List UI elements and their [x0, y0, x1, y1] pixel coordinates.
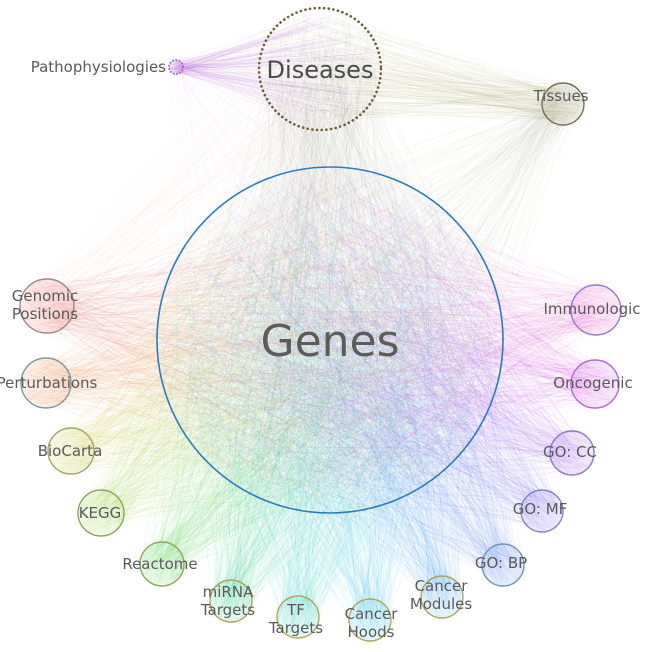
- node-circle-go-mf[interactable]: [520, 489, 564, 533]
- node-label-tissues: Tissues: [532, 87, 588, 105]
- edge-fan-genomic-positions-diseases: [24, 8, 375, 333]
- node-label-immunologic: Immunologic: [543, 300, 640, 318]
- node-circle-cancer-modules[interactable]: [420, 575, 464, 619]
- node-circle-mirna-targets[interactable]: [209, 579, 253, 623]
- edge-fan-go-cc-genes: [159, 170, 593, 509]
- edge-fan-go-mf-genes: [166, 168, 564, 531]
- node-circle-kegg[interactable]: [77, 489, 125, 537]
- node-circle-biocarta[interactable]: [47, 427, 95, 475]
- node-label-go-cc: GO: CC: [543, 443, 597, 461]
- node-label-go-bp: GO: BP: [475, 554, 527, 572]
- edge-fan-mirna-targets-genes: [158, 172, 497, 621]
- edge-fan-reactome-genes: [139, 168, 498, 586]
- edge-fan-tissues-diseases: [259, 9, 584, 126]
- node-circle-genes[interactable]: [156, 166, 504, 514]
- node-labels: Genes Diseases PathophysiologiesTissuesGen…: [0, 56, 641, 641]
- edge-fan-immunologic-genes: [167, 167, 621, 504]
- edge-fan-genomic-positions-genes: [20, 168, 498, 510]
- node-label-genes: Genes: [260, 316, 399, 367]
- node-circle-pathophysiologies[interactable]: [168, 59, 184, 75]
- edge-fan-kegg-genes: [78, 166, 496, 534]
- node-circle-oncogenic[interactable]: [570, 359, 620, 409]
- node-circle-perturbations[interactable]: [20, 357, 72, 409]
- node-label-pathophysiologies: Pathophysiologies: [31, 58, 166, 76]
- node-circle-genomic-positions[interactable]: [19, 278, 75, 334]
- edge-fan-cancer-modules-genes: [161, 171, 491, 618]
- node-label-go-mf: GO: MF: [513, 500, 568, 518]
- edge-fans: [20, 8, 621, 641]
- edge-fan-pathophysiologies-genes: [169, 61, 481, 510]
- node-circle-cancer-hoods[interactable]: [348, 598, 392, 642]
- edge-fan-tissues-genes: [166, 83, 584, 512]
- node-circle-diseases[interactable]: [257, 6, 383, 132]
- edge-fan-diseases-genes: [160, 9, 499, 512]
- node-circle-reactome[interactable]: [139, 541, 185, 587]
- edge-fan-pathophysiologies-diseases: [169, 11, 380, 128]
- edge-fan-perturbations-genes: [21, 168, 497, 503]
- node-label-biocarta: BioCarta: [38, 442, 103, 460]
- edge-fan-oncogenic-genes: [165, 171, 618, 504]
- node-circle-tf-targets[interactable]: [276, 595, 320, 639]
- node-circle-immunologic[interactable]: [570, 284, 622, 336]
- node-label-kegg: KEGG: [79, 504, 122, 522]
- node-label-reactome: Reactome: [122, 555, 197, 573]
- edge-fan-biocarta-genes: [49, 176, 497, 499]
- nodes: [19, 6, 622, 642]
- node-label-oncogenic: Oncogenic: [553, 374, 632, 392]
- node-circle-go-cc[interactable]: [549, 430, 595, 476]
- node-label-perturbations: Perturbations: [0, 374, 98, 392]
- node-label-diseases: Diseases: [267, 56, 374, 84]
- node-circle-go-bp[interactable]: [481, 543, 525, 587]
- edge-fan-cancer-hoods-genes: [158, 181, 500, 641]
- node-circle-tissues[interactable]: [541, 82, 585, 126]
